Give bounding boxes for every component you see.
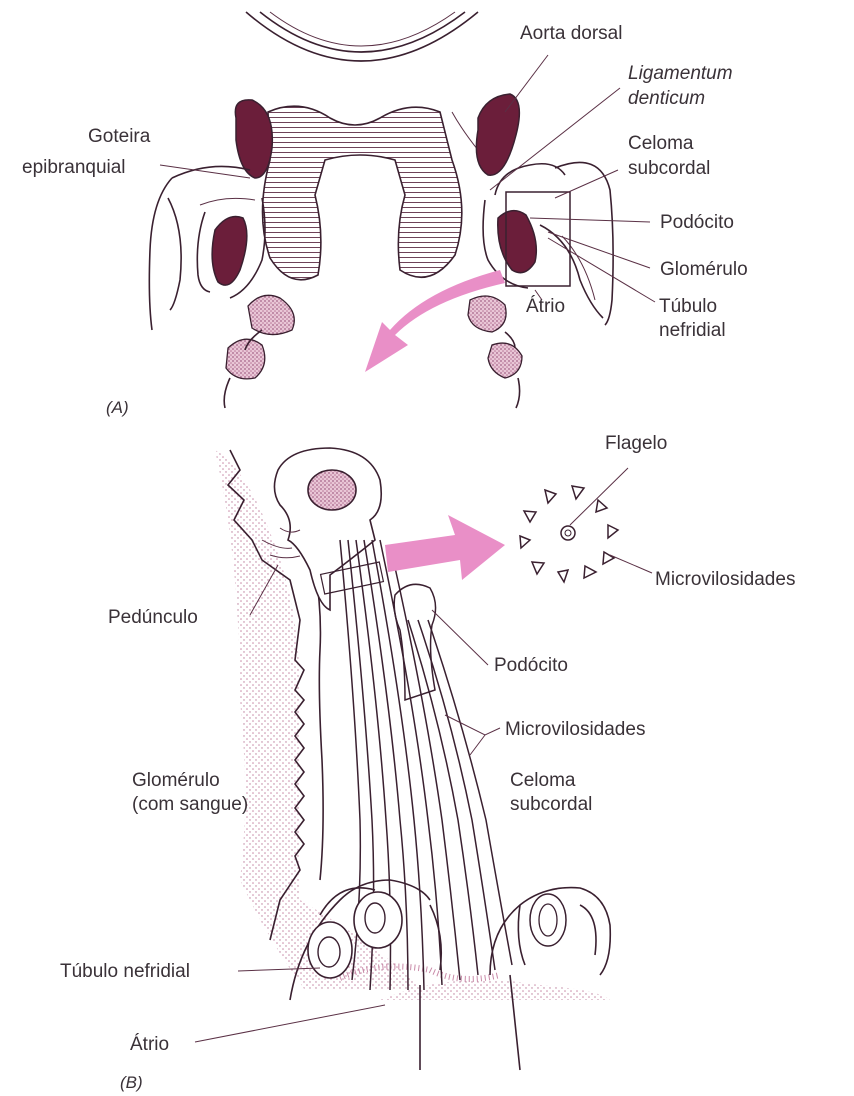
panel-label-a: (A) [106, 398, 129, 417]
label-microvilosidades-inset: Microvilosidades [655, 569, 795, 590]
straight-arrow-b [385, 515, 505, 580]
label-glomerulo-b: Glomérulo [132, 770, 220, 791]
label-pedunculo: Pedúnculo [108, 607, 198, 628]
label-epibranquial: epibranquial [22, 157, 126, 178]
glomerulo-right-shape [498, 211, 537, 273]
label-atrio-b: Átrio [130, 1034, 169, 1055]
label-goteira: Goteira [88, 126, 151, 147]
panel-label-b: (B) [120, 1073, 143, 1092]
label-nefridial-a: nefridial [659, 320, 726, 341]
label-ligamentum: Ligamentum [628, 63, 733, 84]
label-tubulo-nefridial-b: Túbulo nefridial [60, 961, 190, 982]
label-glomerulo-a: Glomérulo [660, 259, 748, 280]
hatched-central-body [263, 106, 462, 280]
label-podocito-b: Podócito [494, 655, 568, 676]
label-celoma-b: Celoma [510, 770, 576, 791]
label-podocito-a: Podócito [660, 212, 734, 233]
label-subcordal-a: subcordal [628, 158, 710, 179]
label-tubulo-a: Túbulo [659, 296, 717, 317]
panel-a-figure [149, 12, 655, 408]
label-atrio-a: Átrio [526, 296, 565, 317]
panel-b-figure [195, 448, 652, 1070]
label-celoma-a: Celoma [628, 133, 694, 154]
label-subcordal-b: subcordal [510, 794, 592, 815]
label-denticum: denticum [628, 88, 705, 109]
label-flagelo: Flagelo [605, 433, 667, 454]
label-com-sangue: (com sangue) [132, 794, 248, 815]
label-microvilosidades: Microvilosidades [505, 719, 645, 740]
nucleus-shape [308, 470, 356, 510]
glomerulo-left-shape [212, 217, 247, 286]
label-aorta-dorsal: Aorta dorsal [520, 23, 622, 44]
aorta-right-shape [476, 94, 519, 175]
aorta-left-shape [235, 100, 272, 178]
flagelo-cross-section [561, 526, 575, 540]
